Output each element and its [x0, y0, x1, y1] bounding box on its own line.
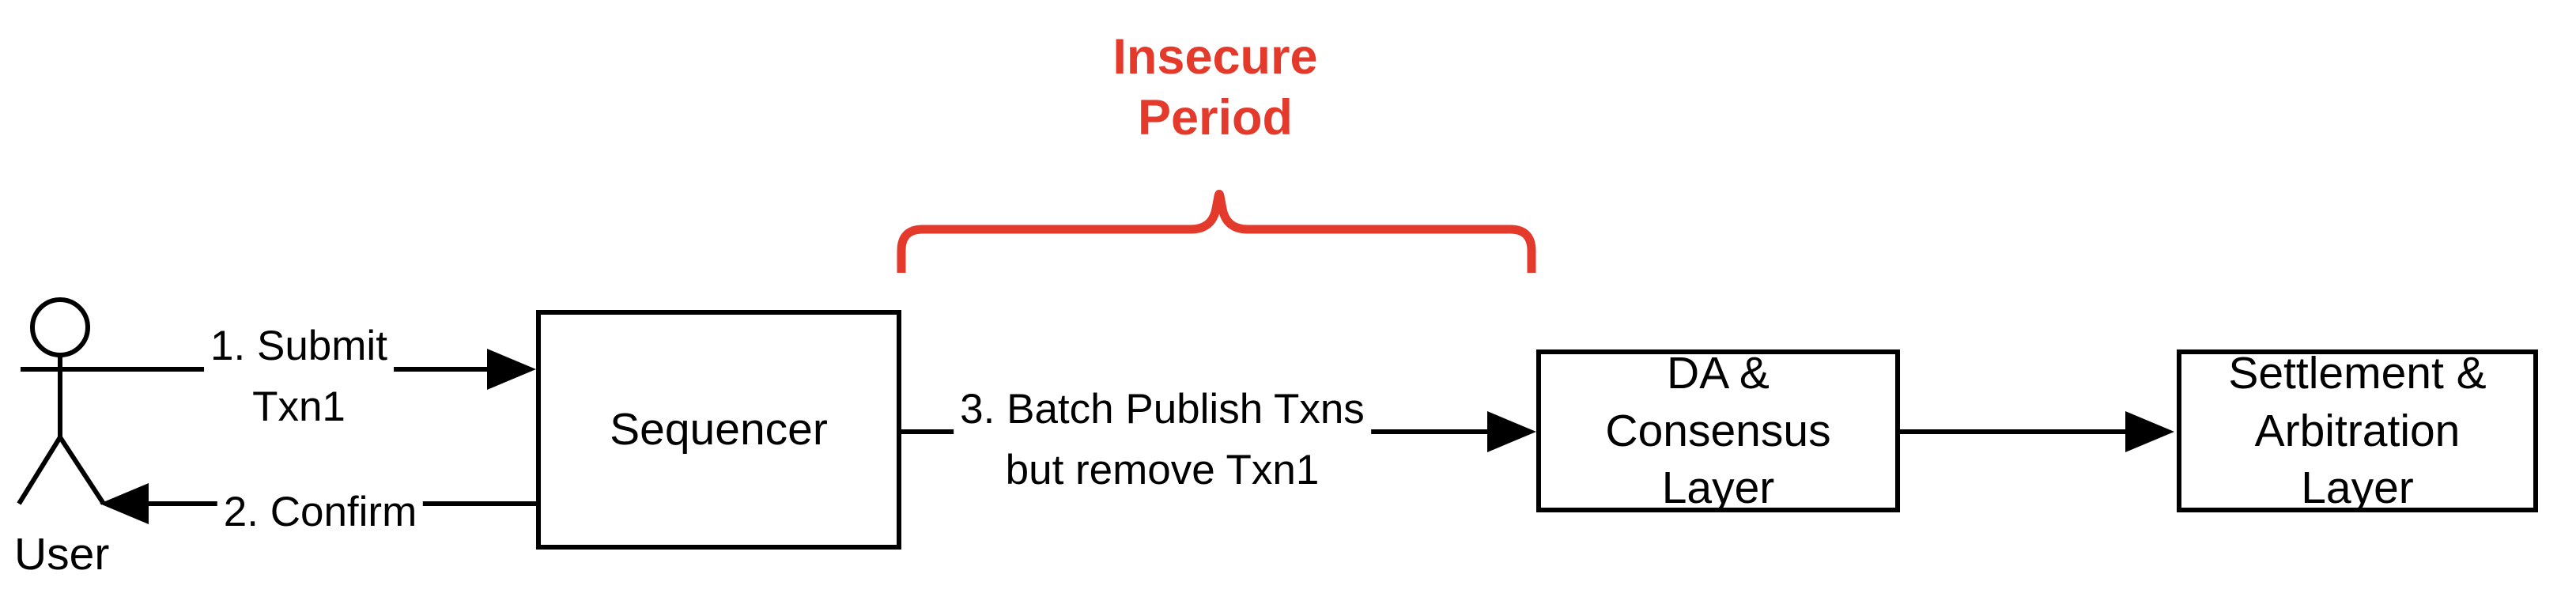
- sequencer-box-label: Sequencer: [610, 404, 828, 455]
- da-consensus-layer-box: DA & Consensus Layer: [1536, 348, 1900, 513]
- user-label: User: [14, 529, 110, 580]
- settlement-line2: Arbitration: [2254, 405, 2461, 456]
- settlement-arbitration-layer-label: Settlement & Arbitration Layer: [2228, 345, 2486, 516]
- submit-label-line1: 1. Submit: [210, 323, 387, 369]
- batch-publish-label-line1: 3. Batch Publish Txns: [960, 386, 1365, 433]
- da-to-settlement-arrow: [1900, 411, 2174, 452]
- sequencer-box: Sequencer: [536, 310, 901, 550]
- batch-publish-label: 3. Batch Publish Txns but remove Txn1: [954, 380, 1371, 501]
- insecure-period-line2: Period: [1137, 89, 1294, 145]
- insecure-period-line1: Insecure: [1112, 29, 1318, 85]
- da-consensus-layer-label: DA & Consensus Layer: [1605, 345, 1830, 516]
- batch-publish-label-line2: but remove Txn1: [1005, 446, 1320, 493]
- insecure-period-brace-icon: [897, 190, 1536, 273]
- da-consensus-line2: Consensus: [1605, 405, 1831, 456]
- da-consensus-line1: DA &: [1667, 348, 1770, 399]
- submit-label-line2: Txn1: [252, 383, 346, 430]
- user-actor-icon: [17, 297, 202, 505]
- insecure-period-label: Insecure Period: [1112, 27, 1317, 149]
- settlement-line1: Settlement &: [2228, 348, 2487, 399]
- settlement-arbitration-layer-box: Settlement & Arbitration Layer: [2177, 348, 2538, 513]
- settlement-line3: Layer: [2301, 463, 2414, 514]
- submit-txn1-label: 1. Submit Txn1: [204, 316, 394, 438]
- confirm-label: 2. Confirm: [217, 482, 424, 543]
- da-consensus-line3: Layer: [1661, 463, 1775, 514]
